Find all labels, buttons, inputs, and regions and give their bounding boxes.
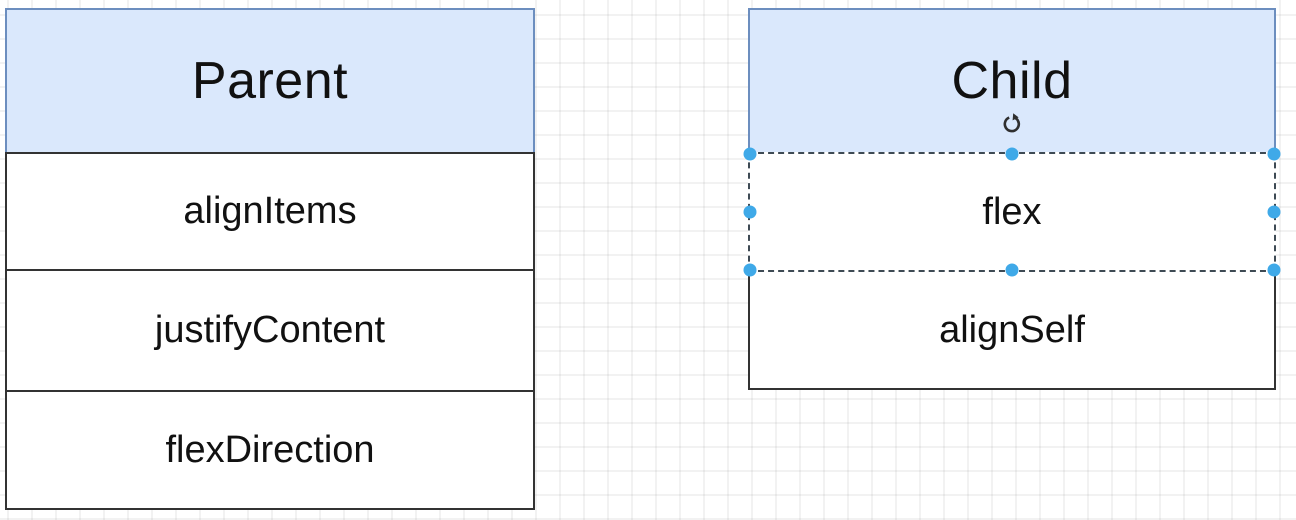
child-table-header[interactable]: Child bbox=[748, 8, 1276, 152]
row-label-justify-content: justifyContent bbox=[154, 309, 386, 351]
parent-table[interactable]: Parent alignItems justifyContent flexDir… bbox=[5, 8, 535, 510]
child-row-align-self[interactable]: alignSelf bbox=[748, 272, 1276, 390]
child-row-flex[interactable]: flex bbox=[748, 152, 1276, 272]
row-label-flex: flex bbox=[982, 190, 1042, 233]
parent-row-flex-direction[interactable]: flexDirection bbox=[5, 392, 535, 510]
selection-handle-ne[interactable] bbox=[1267, 147, 1281, 161]
parent-table-header[interactable]: Parent bbox=[5, 8, 535, 152]
selection-handle-w[interactable] bbox=[743, 205, 757, 219]
child-table[interactable]: Child flex alignSelf bbox=[748, 8, 1276, 390]
selection-handle-n[interactable] bbox=[1005, 147, 1019, 161]
selection-handle-nw[interactable] bbox=[743, 147, 757, 161]
selection-handle-s[interactable] bbox=[1005, 263, 1019, 277]
rotate-handle[interactable] bbox=[1001, 112, 1023, 134]
selection-handle-sw[interactable] bbox=[743, 263, 757, 277]
child-table-title: Child bbox=[951, 52, 1073, 110]
row-label-align-items: alignItems bbox=[183, 190, 357, 232]
parent-row-justify-content[interactable]: justifyContent bbox=[5, 271, 535, 392]
row-label-flex-direction: flexDirection bbox=[165, 428, 375, 471]
rotate-icon bbox=[1003, 113, 1021, 133]
parent-table-title: Parent bbox=[191, 52, 349, 110]
row-label-align-self: alignSelf bbox=[939, 308, 1085, 351]
selection-handle-e[interactable] bbox=[1267, 205, 1281, 219]
parent-row-align-items[interactable]: alignItems bbox=[5, 152, 535, 271]
selection-handle-se[interactable] bbox=[1267, 263, 1281, 277]
